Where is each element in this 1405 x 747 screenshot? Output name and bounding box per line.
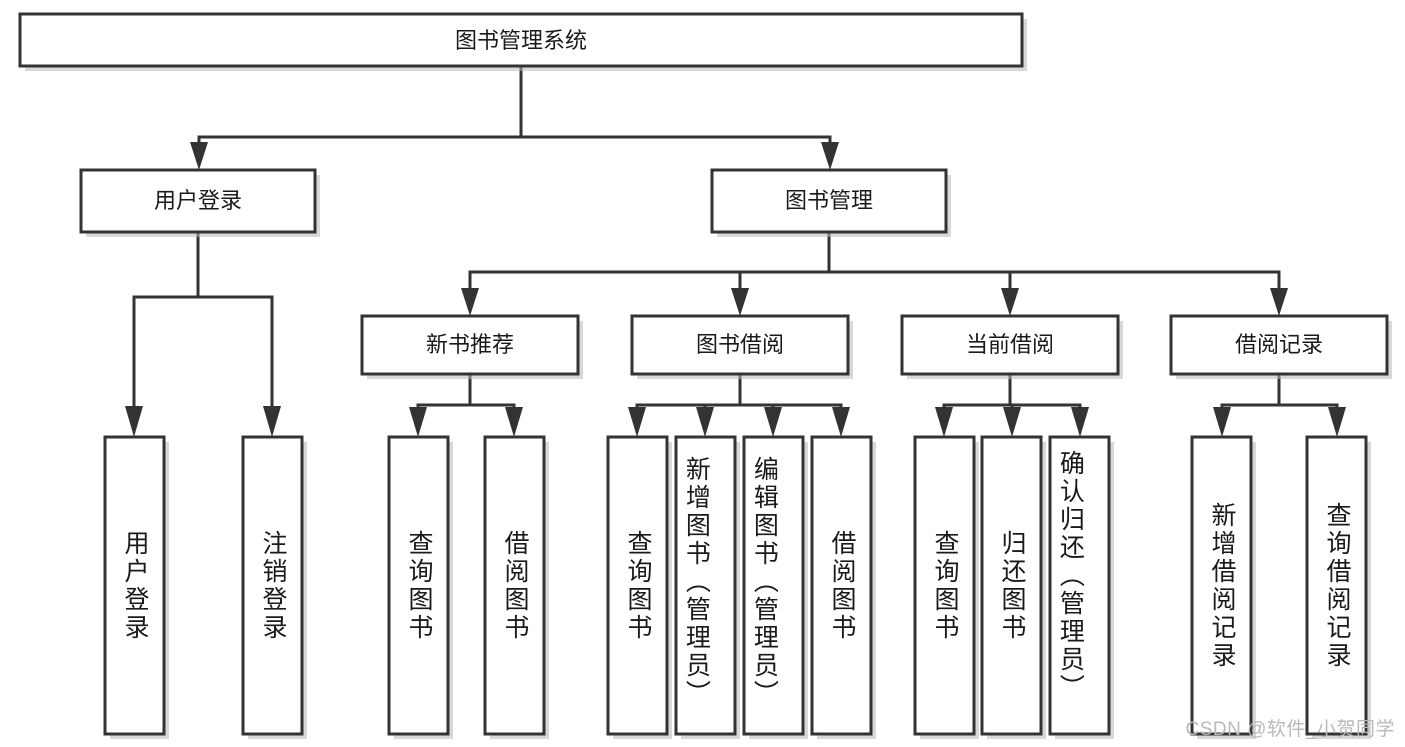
arrow-to-current-borrow-icon xyxy=(1001,288,1019,316)
leaf-current-query-box[interactable] xyxy=(913,435,976,736)
node-book-manage[interactable]: 图书管理 xyxy=(710,168,951,237)
leaf-borrow-query-label: 查询图书 xyxy=(624,530,653,642)
leaf-rec-borrow-label: 借阅图书 xyxy=(501,530,530,642)
arrow-leaf-user-login-icon xyxy=(125,406,143,437)
leaf-current-confirm-label: 确认归还（管理员） xyxy=(1056,450,1085,702)
arrow-to-new-book-rec-icon xyxy=(461,288,479,316)
arrow-leaf-rec-borrow-icon xyxy=(505,407,523,437)
leaf-user-logout-label: 注销登录 xyxy=(259,530,288,642)
node-new-book-rec[interactable]: 新书推荐 xyxy=(360,314,583,379)
arrow-leaf-current-query-icon xyxy=(935,407,953,437)
leaf-user-login-box[interactable] xyxy=(103,435,166,736)
arrow-to-book-manage-icon xyxy=(821,142,839,170)
leaf-user-login-label: 用户登录 xyxy=(121,530,150,642)
leaf-borrow-take-box[interactable] xyxy=(810,435,873,736)
user-login-box[interactable] xyxy=(79,168,317,234)
node-leaf-borrow-add[interactable]: 新增图书（管理员） xyxy=(674,435,740,739)
arrow-leaf-current-confirm-icon xyxy=(1071,407,1089,437)
arrow-leaf-borrow-edit-icon xyxy=(764,407,782,437)
arrow-leaf-record-query-icon xyxy=(1328,407,1346,437)
node-leaf-user-login[interactable]: 用户登录 xyxy=(103,435,169,739)
current-borrow-label: 当前借阅 xyxy=(966,332,1054,357)
csdn-watermark: CSDN @软件_小贺同学 xyxy=(1185,719,1395,740)
book-borrow-box[interactable] xyxy=(630,314,850,376)
arrow-leaf-borrow-take-icon xyxy=(832,407,850,437)
leaf-borrow-add-box[interactable] xyxy=(674,435,737,736)
node-root[interactable]: 图书管理系统 xyxy=(18,12,1027,71)
node-leaf-user-logout[interactable]: 注销登录 xyxy=(241,435,307,739)
node-leaf-current-query[interactable]: 查询图书 xyxy=(913,435,979,739)
node-leaf-record-add[interactable]: 新增借阅记录 xyxy=(1190,435,1256,739)
leaf-borrow-edit-box[interactable] xyxy=(742,435,805,736)
book-manage-box[interactable] xyxy=(710,168,948,234)
node-current-borrow[interactable]: 当前借阅 xyxy=(900,314,1123,379)
node-book-borrow[interactable]: 图书借阅 xyxy=(630,314,853,379)
leaf-record-add-box[interactable] xyxy=(1190,435,1253,736)
leaf-current-query-label: 查询图书 xyxy=(931,530,960,642)
arrow-leaf-record-add-icon xyxy=(1213,407,1231,437)
user-login-label: 用户登录 xyxy=(154,188,242,213)
leaf-rec-query-box[interactable] xyxy=(387,435,450,736)
leaf-rec-query-label: 查询图书 xyxy=(405,530,434,642)
node-leaf-borrow-edit[interactable]: 编辑图书（管理员） xyxy=(742,435,808,739)
arrow-to-book-borrow-icon xyxy=(731,288,749,316)
leaf-record-query-box[interactable] xyxy=(1305,435,1368,736)
arrow-to-borrow-record-icon xyxy=(1270,288,1288,316)
node-leaf-borrow-query[interactable]: 查询图书 xyxy=(606,435,672,739)
node-leaf-borrow-take[interactable]: 借阅图书 xyxy=(810,435,876,739)
leaf-user-logout-box[interactable] xyxy=(241,435,304,736)
node-user-login[interactable]: 用户登录 xyxy=(79,168,320,237)
leaf-borrow-take-label: 借阅图书 xyxy=(828,530,857,642)
leaf-borrow-add-label: 新增图书（管理员） xyxy=(682,456,711,708)
leaf-borrow-query-box[interactable] xyxy=(606,435,669,736)
borrow-record-box[interactable] xyxy=(1169,314,1389,376)
arrow-leaf-borrow-add-icon xyxy=(696,407,714,437)
leaf-borrow-edit-label: 编辑图书（管理员） xyxy=(750,456,779,708)
node-leaf-current-return[interactable]: 归还图书 xyxy=(980,435,1046,739)
leaf-record-add-label: 新增借阅记录 xyxy=(1208,502,1237,670)
node-leaf-record-query[interactable]: 查询借阅记录 xyxy=(1305,435,1371,739)
root-label: 图书管理系统 xyxy=(455,28,587,53)
arrow-to-user-login-icon xyxy=(190,142,208,170)
arrow-leaf-rec-query-icon xyxy=(409,407,427,437)
node-borrow-record[interactable]: 借阅记录 xyxy=(1169,314,1392,379)
leaf-record-query-label: 查询借阅记录 xyxy=(1323,502,1352,670)
connector-layer xyxy=(125,64,1346,437)
root-box[interactable] xyxy=(18,12,1024,68)
node-leaf-rec-borrow[interactable]: 借阅图书 xyxy=(483,435,549,739)
leaf-rec-borrow-box[interactable] xyxy=(483,435,546,736)
book-borrow-label: 图书借阅 xyxy=(696,332,784,357)
node-leaf-rec-query[interactable]: 查询图书 xyxy=(387,435,453,739)
leaf-current-confirm-box[interactable] xyxy=(1048,435,1111,736)
new-book-rec-label: 新书推荐 xyxy=(426,332,514,357)
node-leaf-current-confirm[interactable]: 确认归还（管理员） xyxy=(1048,435,1114,739)
current-borrow-box[interactable] xyxy=(900,314,1120,376)
arrow-leaf-current-return-icon xyxy=(1003,407,1021,437)
arrow-leaf-borrow-query-icon xyxy=(628,407,646,437)
new-book-rec-box[interactable] xyxy=(360,314,580,376)
leaf-current-return-box[interactable] xyxy=(980,435,1043,736)
arrow-leaf-user-logout-icon xyxy=(263,406,281,437)
borrow-record-label: 借阅记录 xyxy=(1235,332,1323,357)
book-manage-label: 图书管理 xyxy=(785,188,873,213)
leaf-current-return-label: 归还图书 xyxy=(998,530,1027,642)
